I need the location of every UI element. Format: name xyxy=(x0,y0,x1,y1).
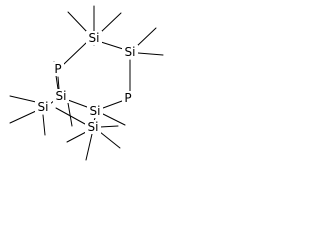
ring-bond xyxy=(63,42,87,65)
atom-p-left-label: P xyxy=(54,62,61,76)
atom-p-left: P xyxy=(52,62,64,76)
methyl-bond xyxy=(67,102,73,127)
ring-bond xyxy=(57,76,60,90)
atom-si-lower-left-label: Si xyxy=(38,100,49,114)
atom-si-bottom-label: Si xyxy=(88,120,99,134)
atom-si-top: Si xyxy=(86,31,102,45)
atom-si-center-right: Si xyxy=(87,104,103,118)
ring-bond xyxy=(67,99,88,108)
atom-p-right: P xyxy=(122,91,134,105)
methyl-bond xyxy=(99,125,119,128)
methyl-bond xyxy=(135,27,157,48)
atom-si-right: Si xyxy=(122,45,138,59)
methyl-bond xyxy=(99,131,121,149)
methyl-bond xyxy=(42,114,46,136)
chemical-structure: Si Si P P Si Si Si Si xyxy=(9,5,164,161)
methyl-bond xyxy=(9,95,37,103)
methyl-bond xyxy=(85,133,93,161)
methyl-bond xyxy=(137,52,164,56)
methyl-bond xyxy=(67,11,89,34)
atom-labels: Si Si P P Si Si Si Si xyxy=(35,31,138,134)
ring-bond xyxy=(102,100,123,109)
ring-bond xyxy=(100,41,124,50)
methyl-bond xyxy=(102,113,126,126)
atom-si-center-right-label: Si xyxy=(90,104,101,118)
atom-si-bottom: Si xyxy=(85,120,101,134)
atom-si-top-label: Si xyxy=(89,31,100,45)
methyl-bond xyxy=(66,131,87,143)
methyl-bond xyxy=(99,12,122,34)
atom-si-center-left: Si xyxy=(53,89,69,103)
atom-si-right-label: Si xyxy=(125,45,136,59)
bond-lines xyxy=(9,5,164,161)
atom-p-right-label: P xyxy=(124,91,131,105)
methyl-bond xyxy=(9,110,37,124)
atom-si-center-left-label: Si xyxy=(56,89,67,103)
atom-si-lower-left: Si xyxy=(35,100,51,114)
